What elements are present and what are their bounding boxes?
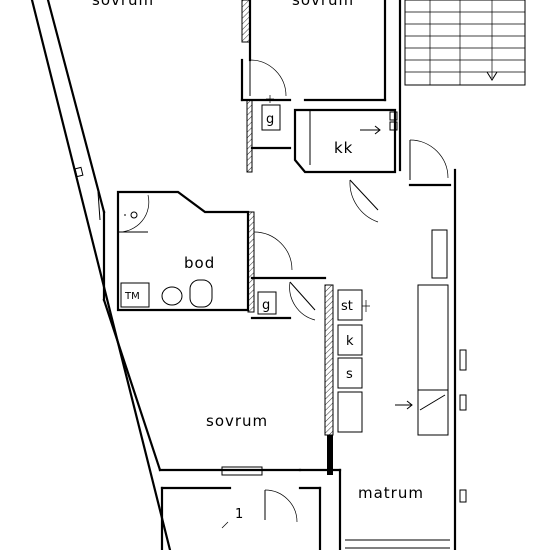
cabinet-g-top: g xyxy=(261,95,281,131)
cabinet-g-mid: g xyxy=(250,276,327,320)
door-bottom xyxy=(264,489,298,523)
stair-mark-bottom: 1 xyxy=(221,507,243,529)
room-label-bod: bod xyxy=(184,254,215,272)
storage-bod: bod TM xyxy=(116,190,255,313)
room-label-sovrum-main: sovrum xyxy=(206,412,268,430)
room-label-matrum: matrum xyxy=(358,484,424,502)
tm-label: TM xyxy=(124,291,140,302)
closet-label-k: k xyxy=(346,334,354,349)
door-kitchen xyxy=(349,139,449,223)
lower-walls xyxy=(158,435,450,550)
outer-facade-wall xyxy=(30,0,172,550)
kitchen-block: kk xyxy=(293,108,398,174)
g-label-top: g xyxy=(266,112,274,127)
door-top-left xyxy=(249,59,287,97)
room-label-kk: kk xyxy=(334,139,353,157)
door-closet xyxy=(289,281,316,321)
door-bod xyxy=(253,231,293,271)
closet-label-st: st xyxy=(341,299,353,314)
g-label-mid: g xyxy=(262,298,270,313)
closet-label-s: s xyxy=(346,367,353,382)
corridor-walls xyxy=(395,168,467,550)
top-walls xyxy=(240,0,402,173)
room-label-sovrum-top-right: sovrum xyxy=(292,0,354,9)
staircase xyxy=(404,0,526,86)
room-label-sovrum-top-left: sovrum xyxy=(92,0,154,9)
stair-mark-label: 1 xyxy=(235,507,243,522)
closet-column: st k s xyxy=(324,284,370,436)
